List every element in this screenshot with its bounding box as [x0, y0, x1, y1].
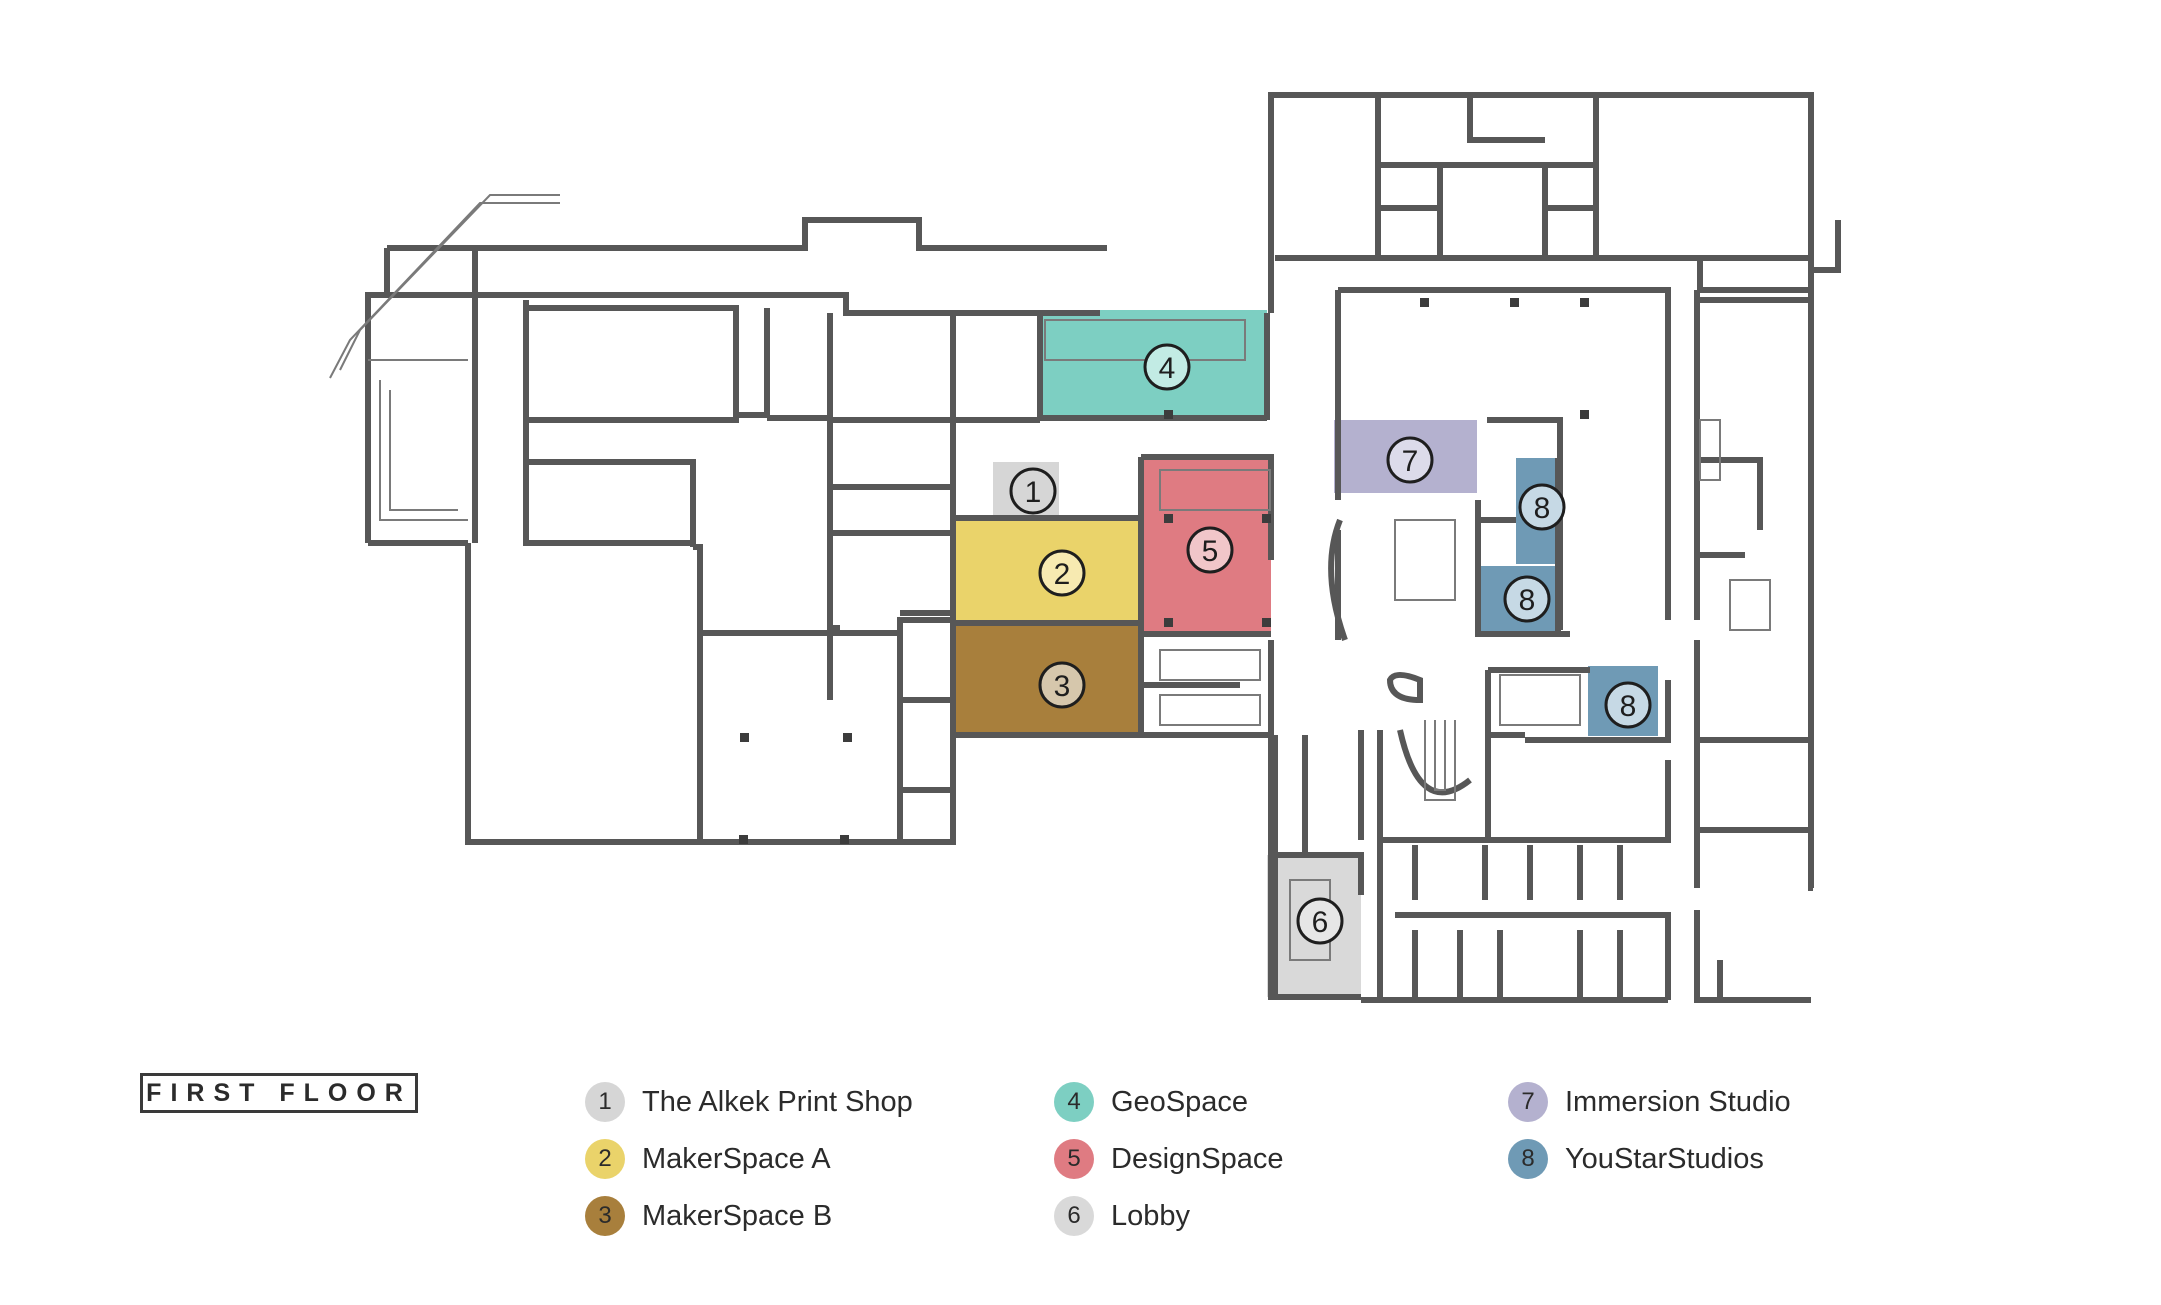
highlighted-rooms	[953, 310, 1658, 997]
marker-5[interactable]: 5	[1186, 526, 1234, 574]
marker-8a[interactable]: 8	[1518, 483, 1566, 531]
marker-7[interactable]: 7	[1386, 436, 1434, 484]
legend-item-2[interactable]: 2 MakerSpace A	[585, 1137, 831, 1181]
marker-8a-label: 8	[1534, 492, 1551, 525]
legend-label-5: DesignSpace	[1111, 1142, 1284, 1175]
marker-6[interactable]: 6	[1296, 897, 1344, 945]
marker-4[interactable]: 4	[1143, 343, 1191, 391]
legend-label-7: Immersion Studio	[1565, 1085, 1791, 1118]
legend-item-4[interactable]: 4 GeoSpace	[1054, 1080, 1248, 1124]
legend-item-3[interactable]: 3 MakerSpace B	[585, 1194, 832, 1238]
marker-2[interactable]: 2	[1038, 549, 1086, 597]
marker-3-label: 3	[1054, 670, 1071, 703]
marker-1-label: 1	[1025, 476, 1042, 509]
marker-4-label: 4	[1159, 352, 1176, 385]
legend-badge-4: 4	[1054, 1082, 1094, 1122]
legend-label-2: MakerSpace A	[642, 1142, 831, 1175]
marker-7-label: 7	[1402, 445, 1419, 478]
legend-badge-3: 3	[585, 1196, 625, 1236]
legend-badge-1: 1	[585, 1082, 625, 1122]
legend-label-4: GeoSpace	[1111, 1085, 1249, 1118]
marker-3[interactable]: 3	[1038, 661, 1086, 709]
legend-item-1[interactable]: 1 The Alkek Print Shop	[585, 1080, 913, 1124]
marker-5-label: 5	[1202, 535, 1219, 568]
legend-badge-5: 5	[1054, 1139, 1094, 1179]
marker-8c[interactable]: 8	[1604, 681, 1652, 729]
marker-8b[interactable]: 8	[1503, 575, 1551, 623]
structural-columns	[739, 298, 1589, 844]
marker-2-label: 2	[1054, 558, 1071, 591]
marker-1[interactable]: 1	[1009, 467, 1057, 515]
floor-title: FIRST FLOOR	[140, 1073, 418, 1113]
legend-item-6[interactable]: 6 Lobby	[1054, 1194, 1190, 1238]
marker-8c-label: 8	[1620, 690, 1637, 723]
interior-details	[329, 194, 1771, 961]
legend-label-1: The Alkek Print Shop	[642, 1085, 913, 1118]
legend-badge-6: 6	[1054, 1196, 1094, 1236]
legend-badge-8: 8	[1508, 1139, 1548, 1179]
legend-label-3: MakerSpace B	[642, 1199, 833, 1232]
room-markers: 1 2 3 4 5 6 7 8	[1009, 343, 1652, 945]
legend-label-8: YouStarStudios	[1565, 1142, 1764, 1175]
building-walls	[365, 92, 1841, 1003]
marker-6-label: 6	[1312, 906, 1329, 939]
legend-badge-7: 7	[1508, 1082, 1548, 1122]
marker-8b-label: 8	[1519, 584, 1536, 617]
legend-item-8[interactable]: 8 YouStarStudios	[1508, 1137, 1764, 1181]
legend-item-7[interactable]: 7 Immersion Studio	[1508, 1080, 1791, 1124]
legend-item-5[interactable]: 5 DesignSpace	[1054, 1137, 1284, 1181]
legend-badge-2: 2	[585, 1139, 625, 1179]
legend-label-6: Lobby	[1111, 1199, 1191, 1232]
